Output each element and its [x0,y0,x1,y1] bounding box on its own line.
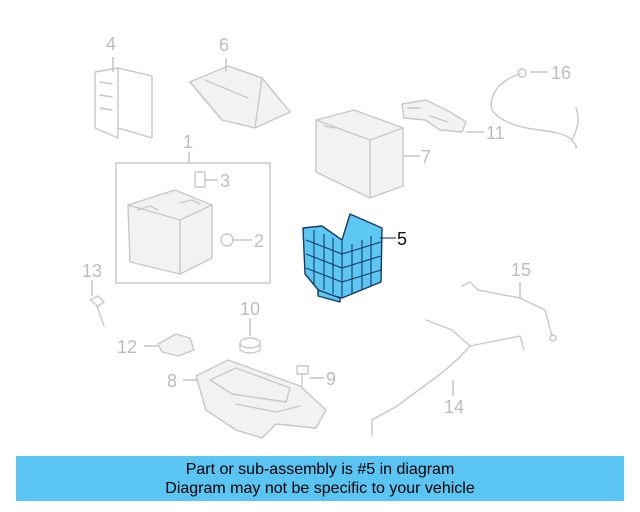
part-5-heat-shield: 5 [302,213,407,303]
part-15-cable: 15 [461,260,557,342]
banner-line-2: Diagram may not be specific to your vehi… [165,479,475,497]
callout-12: 12 [117,337,137,357]
callout-15: 15 [511,260,531,280]
part-11-bracket: 11 [401,99,505,143]
callout-16: 16 [551,63,571,83]
part-14-cable: 14 [371,319,525,437]
part-12-clip: 12 [117,333,195,357]
parts-diagram: 4 6 16 11 7 1 3 [82,34,579,439]
part-10-nut: 10 [239,299,261,354]
callout-6: 6 [219,35,229,55]
callout-13: 13 [82,261,102,281]
callout-10: 10 [240,299,260,319]
info-banner: Part or sub-assembly is #5 in diagram Di… [16,456,624,501]
part-13-bolt: 13 [82,261,105,327]
callout-8: 8 [167,371,177,391]
part-16-cable: 16 [490,63,579,149]
callout-5: 5 [397,229,407,249]
callout-3: 3 [220,171,230,191]
part-7-insulator: 7 [315,109,431,199]
callout-7: 7 [421,147,431,167]
part-6-cover: 6 [189,35,291,129]
callout-2: 2 [254,231,264,251]
callout-14: 14 [444,397,464,417]
callout-4: 4 [106,34,116,54]
callout-1: 1 [183,132,193,152]
callout-9: 9 [326,369,336,389]
part-4-bracket: 4 [94,34,153,139]
banner-line-1: Part or sub-assembly is #5 in diagram [185,460,455,478]
part-8-tray: 8 [167,359,327,439]
part-1-battery-assembly: 1 3 2 [115,132,271,284]
callout-11: 11 [486,123,505,143]
part-9-bolt: 9 [296,365,336,391]
